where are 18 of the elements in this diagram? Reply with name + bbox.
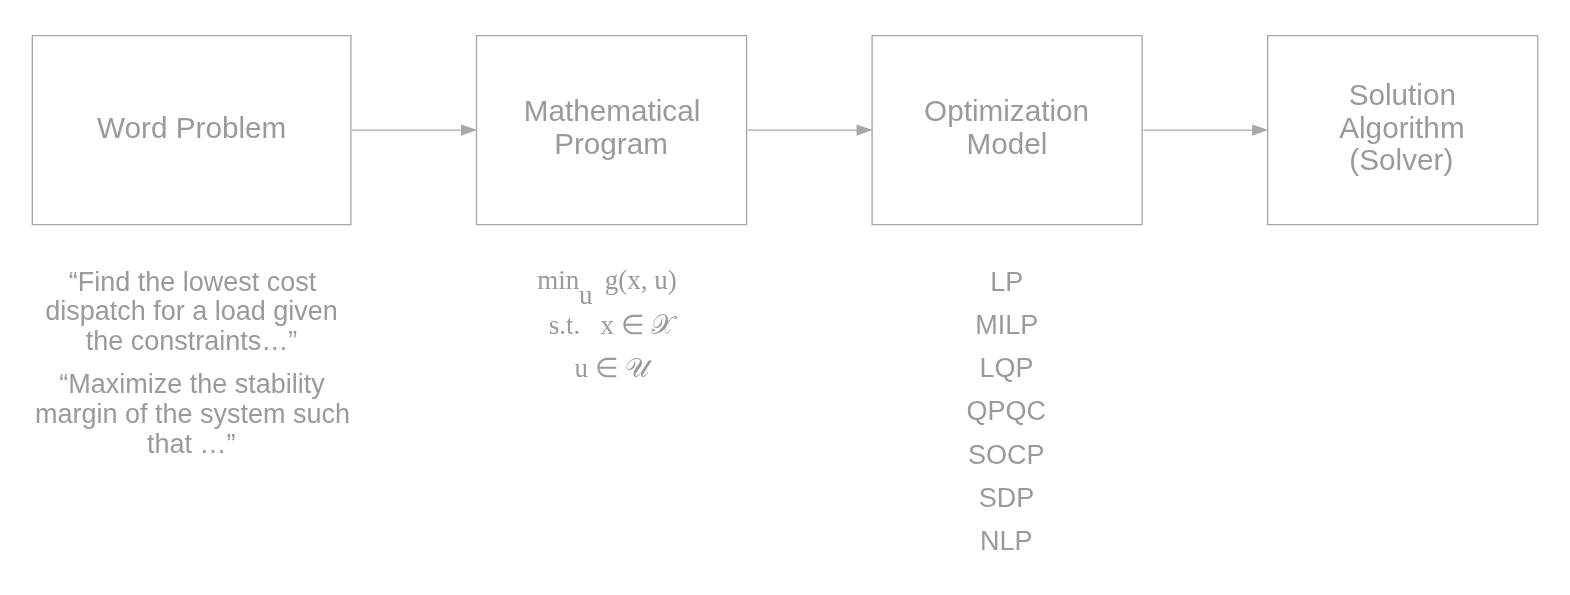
node-box: Word Problem xyxy=(31,34,352,226)
node-box: Solution Algorithm (Solver) xyxy=(1267,34,1539,226)
node-box: Mathematical Program xyxy=(475,34,748,226)
node-label: “Find the lowest cost dispatch for a load given the constraints…” xyxy=(45,266,338,357)
arrow xyxy=(351,124,478,136)
node-label: SDP xyxy=(978,482,1035,513)
node-label: s.t. x ∈ 𝒳 xyxy=(548,309,675,340)
arrow xyxy=(747,124,873,136)
node-box: Optimization Model xyxy=(871,34,1143,226)
node-label: LP xyxy=(990,266,1024,297)
node-label: SOCP xyxy=(967,439,1045,470)
node-label: QPQC xyxy=(966,396,1047,427)
node-label: LQP xyxy=(979,353,1034,384)
node-label: MILP xyxy=(975,309,1039,340)
node-label: NLP xyxy=(980,525,1033,556)
node-label: “Maximize the stability margin of the system such that …” xyxy=(35,369,351,459)
node-label: u ∈ 𝒰 xyxy=(574,353,650,384)
arrow xyxy=(1142,124,1269,136)
